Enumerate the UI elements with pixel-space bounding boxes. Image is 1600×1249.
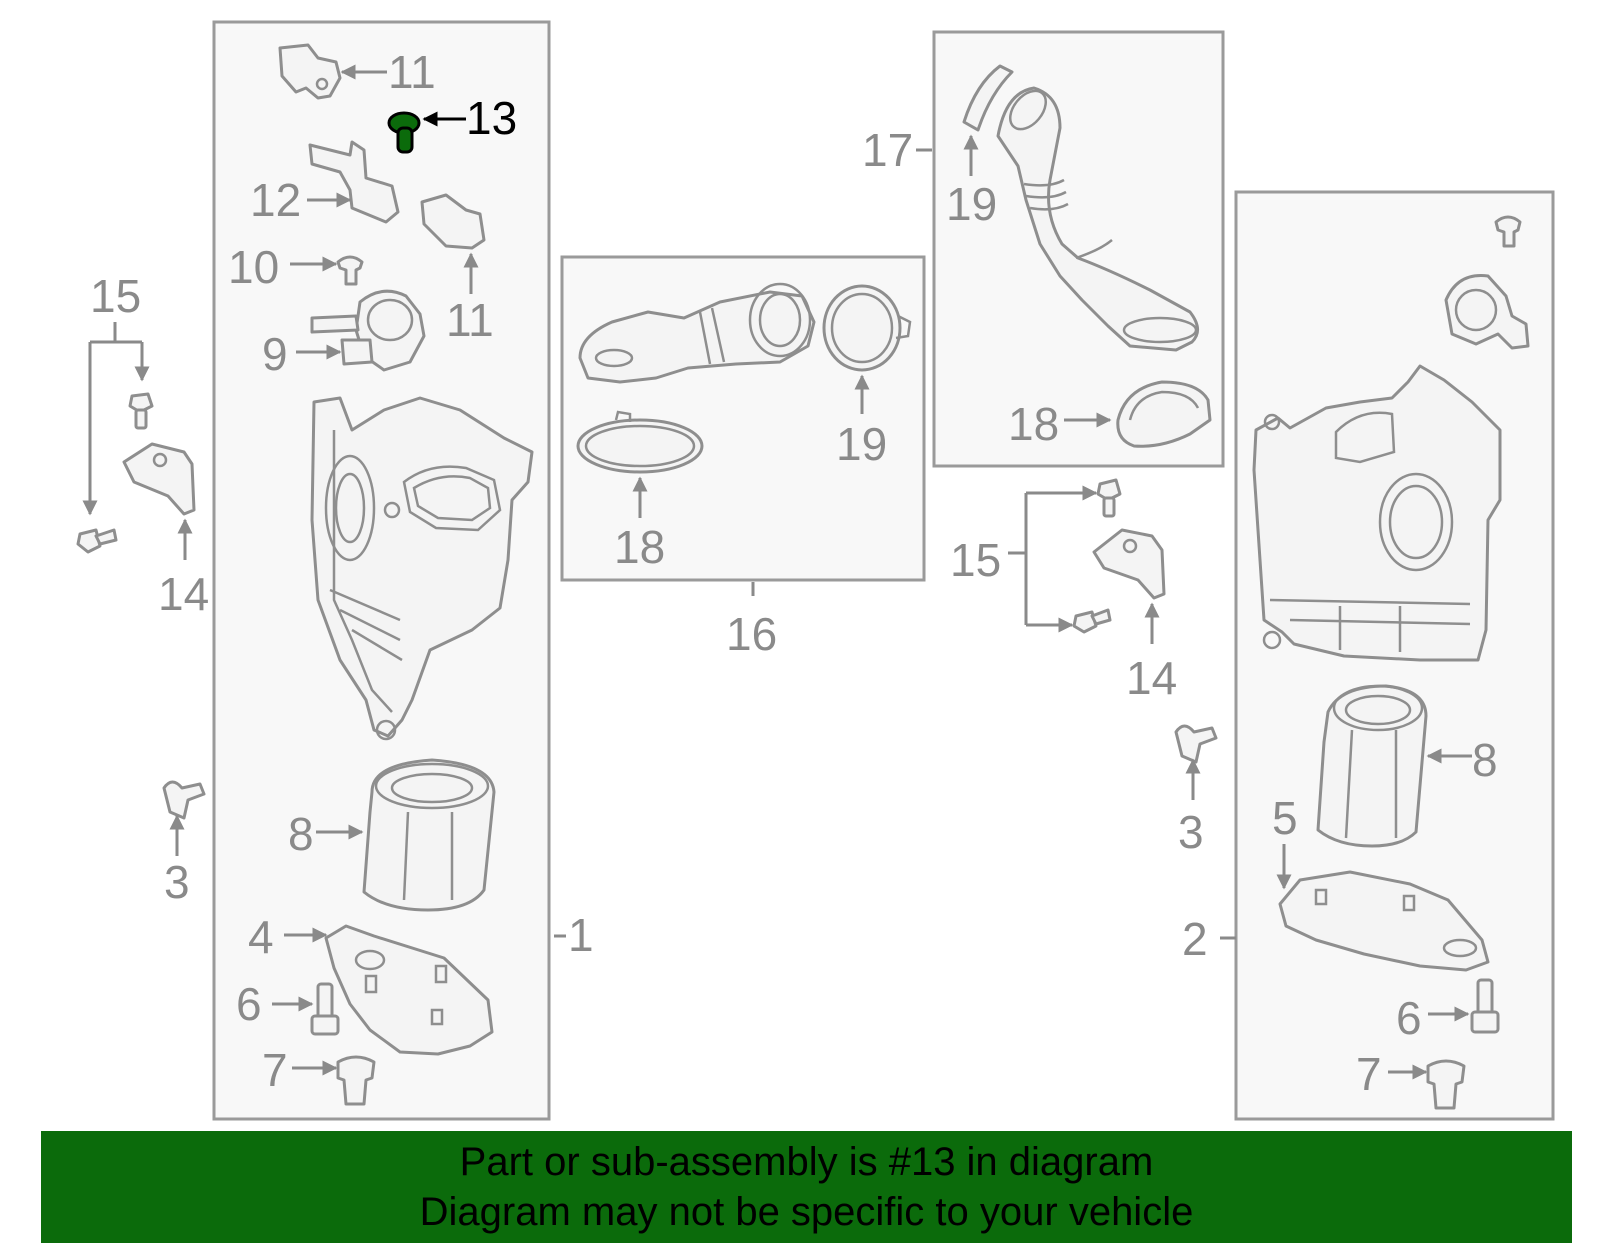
part-6-bolt-left — [310, 982, 340, 1036]
label-1: 1 — [568, 909, 594, 961]
part-1-air-box-housing — [310, 396, 534, 741]
label-12: 12 — [250, 174, 301, 226]
label-19-upper: 19 — [946, 178, 997, 230]
part-14-bracket-right — [1092, 528, 1166, 600]
label-4: 4 — [248, 911, 274, 963]
label-15-right: 15 — [950, 534, 1001, 586]
label-6-right: 6 — [1396, 992, 1422, 1044]
label-17: 17 — [862, 124, 913, 176]
label-14-right: 14 — [1126, 652, 1177, 704]
part-12-bracket — [308, 140, 400, 224]
label-10: 10 — [228, 241, 279, 293]
part-15-bolt-left-upper — [128, 392, 154, 430]
part-18-clamp-middle — [576, 410, 704, 474]
part-16-intake-duct — [578, 282, 816, 384]
part-3-pin-right — [1174, 724, 1218, 764]
part-pin-right-top — [1494, 215, 1522, 248]
part-6-bolt-right — [1470, 978, 1500, 1034]
label-19-middle: 19 — [836, 418, 887, 470]
label-2: 2 — [1182, 913, 1208, 965]
label-16: 16 — [726, 608, 777, 660]
banner-line-part: Part or sub-assembly is #13 in diagram — [459, 1140, 1154, 1184]
part-5-lower-cover-right — [1278, 870, 1490, 972]
part-17-intake-hose — [996, 86, 1199, 352]
label-11-right: 11 — [446, 294, 494, 346]
part-7-grommet-left — [336, 1055, 376, 1106]
part-15-bolt-left-lower — [76, 528, 118, 554]
label-7-right: 7 — [1356, 1048, 1382, 1100]
part-10-pin — [336, 255, 364, 286]
part-15-bolt-right-lower — [1072, 608, 1112, 634]
label-9: 9 — [262, 328, 288, 380]
label-7-left: 7 — [262, 1044, 288, 1096]
label-18-upper: 18 — [1008, 398, 1059, 450]
label-3-left: 3 — [164, 856, 190, 908]
label-11-top: 11 — [388, 46, 436, 98]
part-8-filter-element-left — [362, 758, 496, 912]
part-2-air-box-housing-right — [1252, 364, 1502, 662]
part-7-grommet-right — [1426, 1059, 1466, 1110]
part-19-seal-upper — [962, 64, 1014, 132]
part-4-lower-cover — [324, 924, 494, 1056]
label-6-left: 6 — [236, 978, 262, 1030]
part-13-push-pin — [387, 111, 421, 154]
part-11-clip-top — [278, 43, 342, 100]
label-8-right: 8 — [1472, 734, 1498, 786]
label-18-middle: 18 — [614, 521, 665, 573]
info-banner: Part or sub-assembly is #13 in diagram D… — [41, 1131, 1572, 1243]
label-13: 13 — [466, 92, 517, 144]
label-15-left: 15 — [90, 270, 141, 322]
part-15-bolt-right-upper — [1096, 478, 1122, 518]
label-8-left: 8 — [288, 808, 314, 860]
part-9-actuator — [310, 289, 426, 372]
label-5: 5 — [1272, 792, 1298, 844]
part-19-seal-middle — [822, 284, 912, 372]
part-8-filter-element-right — [1316, 684, 1428, 848]
label-14-left: 14 — [158, 568, 209, 620]
part-11-clip-right — [420, 193, 486, 250]
part-14-bracket-left — [122, 442, 196, 516]
part-actuator-right — [1444, 274, 1530, 350]
label-3-right: 3 — [1178, 806, 1204, 858]
part-3-pin-left — [162, 780, 206, 820]
banner-line-disclaimer: Diagram may not be specific to your vehi… — [419, 1190, 1194, 1234]
part-18-clamp-upper — [1116, 380, 1212, 448]
